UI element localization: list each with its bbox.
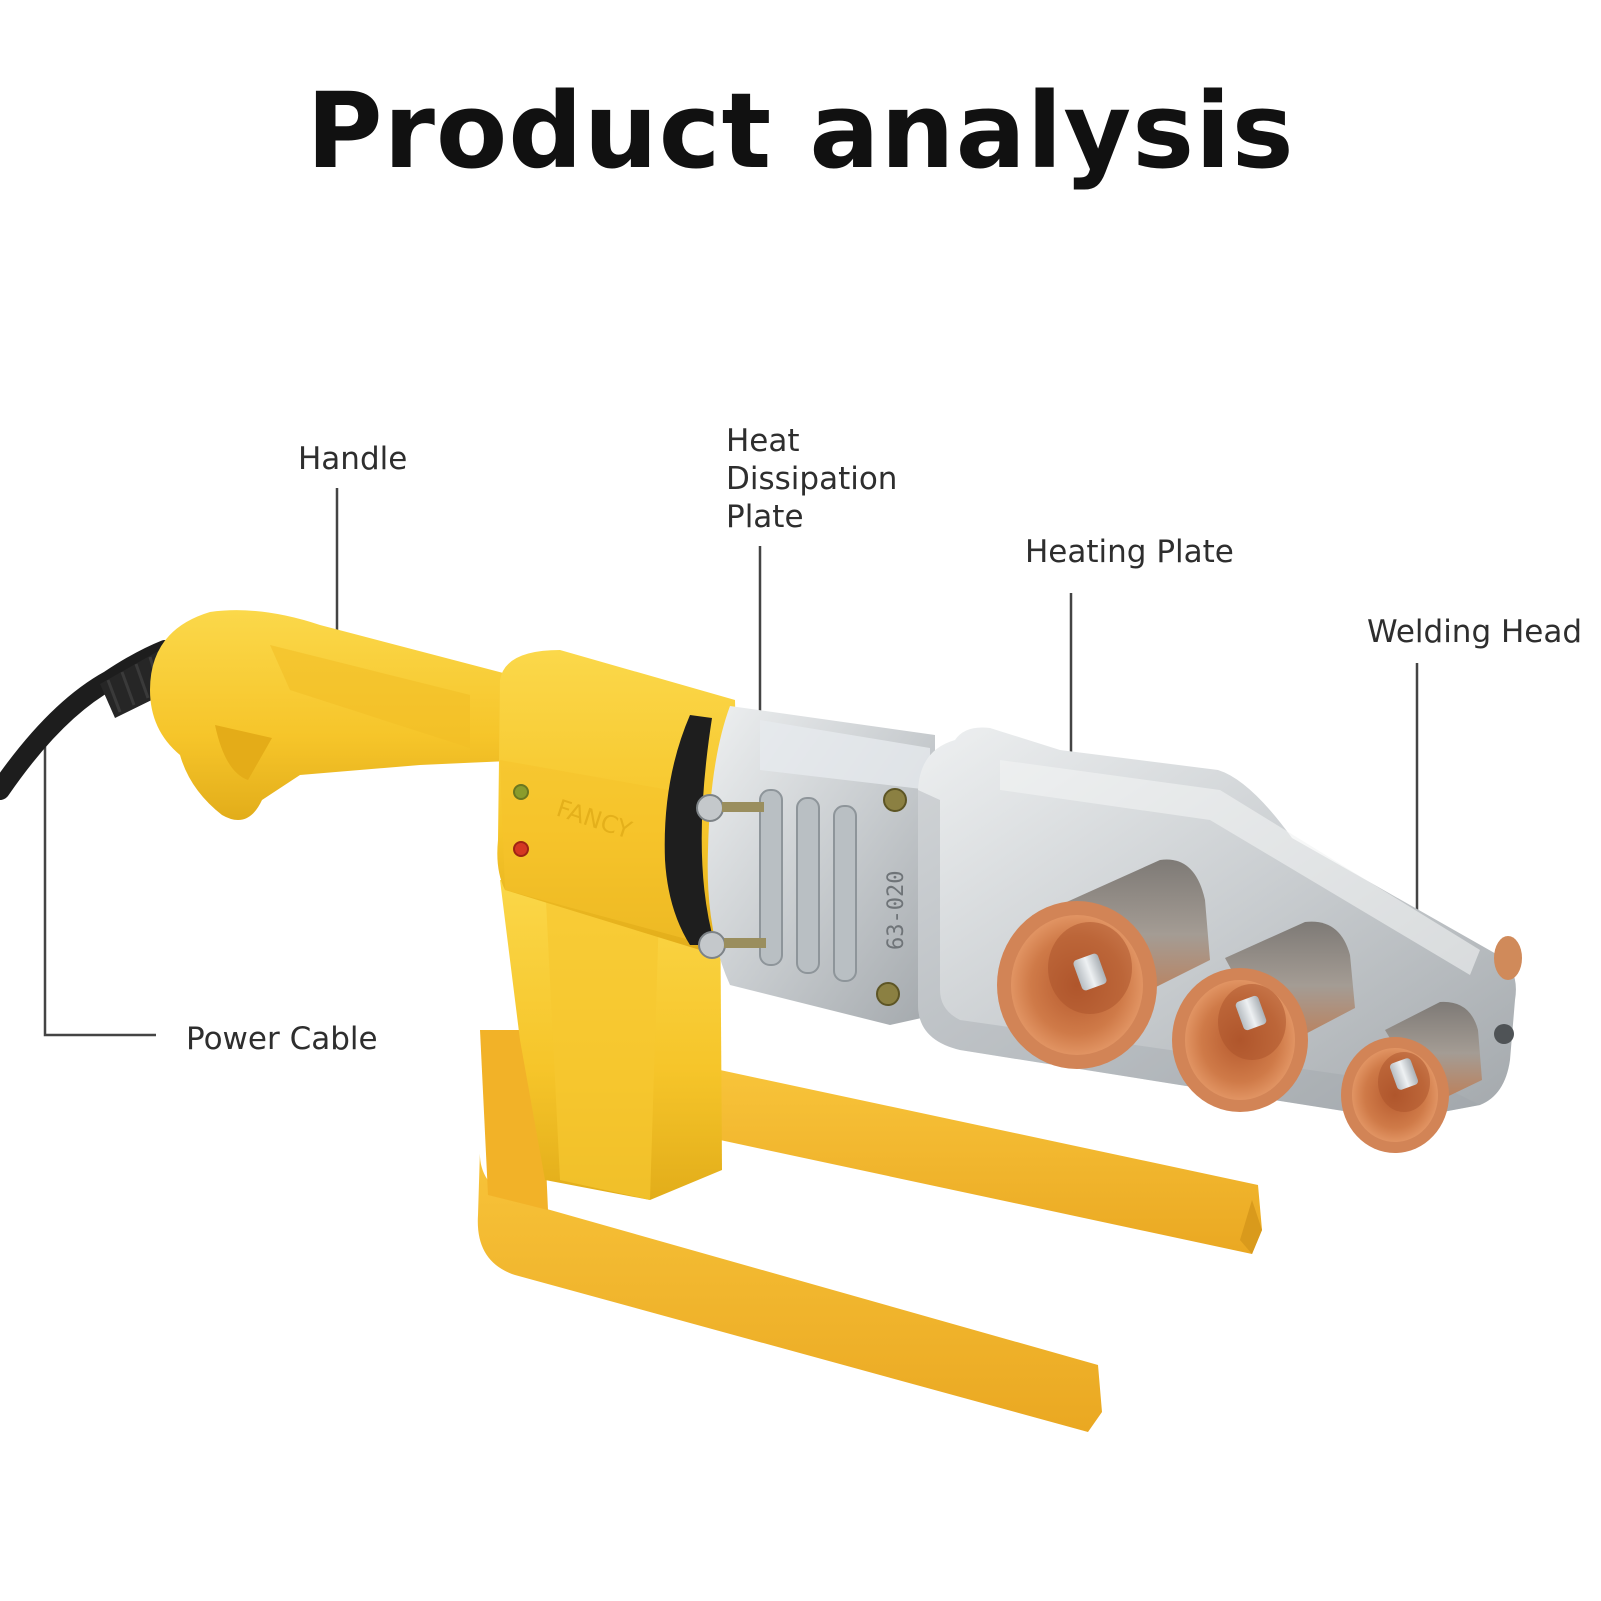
- welding-head-medium: [1172, 921, 1355, 1112]
- label-heating-plate: Heating Plate: [1025, 533, 1234, 571]
- leader-power-cable: [43, 740, 156, 1037]
- label-welding-head-text: Welding Head: [1367, 614, 1583, 650]
- label-welding-head: Welding Head: [1367, 613, 1582, 651]
- welding-head-large: [997, 859, 1210, 1069]
- page-title: Product analysis: [306, 70, 1295, 192]
- welding-head-small: [1341, 1001, 1482, 1153]
- indicator-light-green: [513, 784, 529, 800]
- label-handle-text: Handle: [298, 441, 408, 477]
- label-power-cable-text: Power Cable: [186, 1021, 378, 1057]
- housing-collar: [664, 715, 715, 945]
- label-power-cable: Power Cable: [186, 1020, 378, 1058]
- stand-rear-leg: [720, 1070, 1262, 1254]
- plate-marking: 63-020: [884, 871, 909, 950]
- indicator-light-red: [513, 841, 529, 857]
- handle: [150, 610, 530, 820]
- stand-front-leg: [477, 1150, 1102, 1432]
- power-cable: [0, 640, 175, 800]
- heat-dissipation-plate: [696, 706, 935, 1025]
- label-heat-dissipation-plate: Heat Dissipation Plate: [726, 422, 897, 536]
- label-heat-dissipation-line-1: Heat: [726, 423, 800, 459]
- label-handle: Handle: [298, 440, 407, 478]
- label-heating-plate-text: Heating Plate: [1025, 534, 1234, 570]
- label-heat-dissipation-line-2: Dissipation: [726, 461, 898, 497]
- heat-plate-screws: [696, 788, 907, 1006]
- label-heat-dissipation-line-3: Plate: [726, 499, 804, 535]
